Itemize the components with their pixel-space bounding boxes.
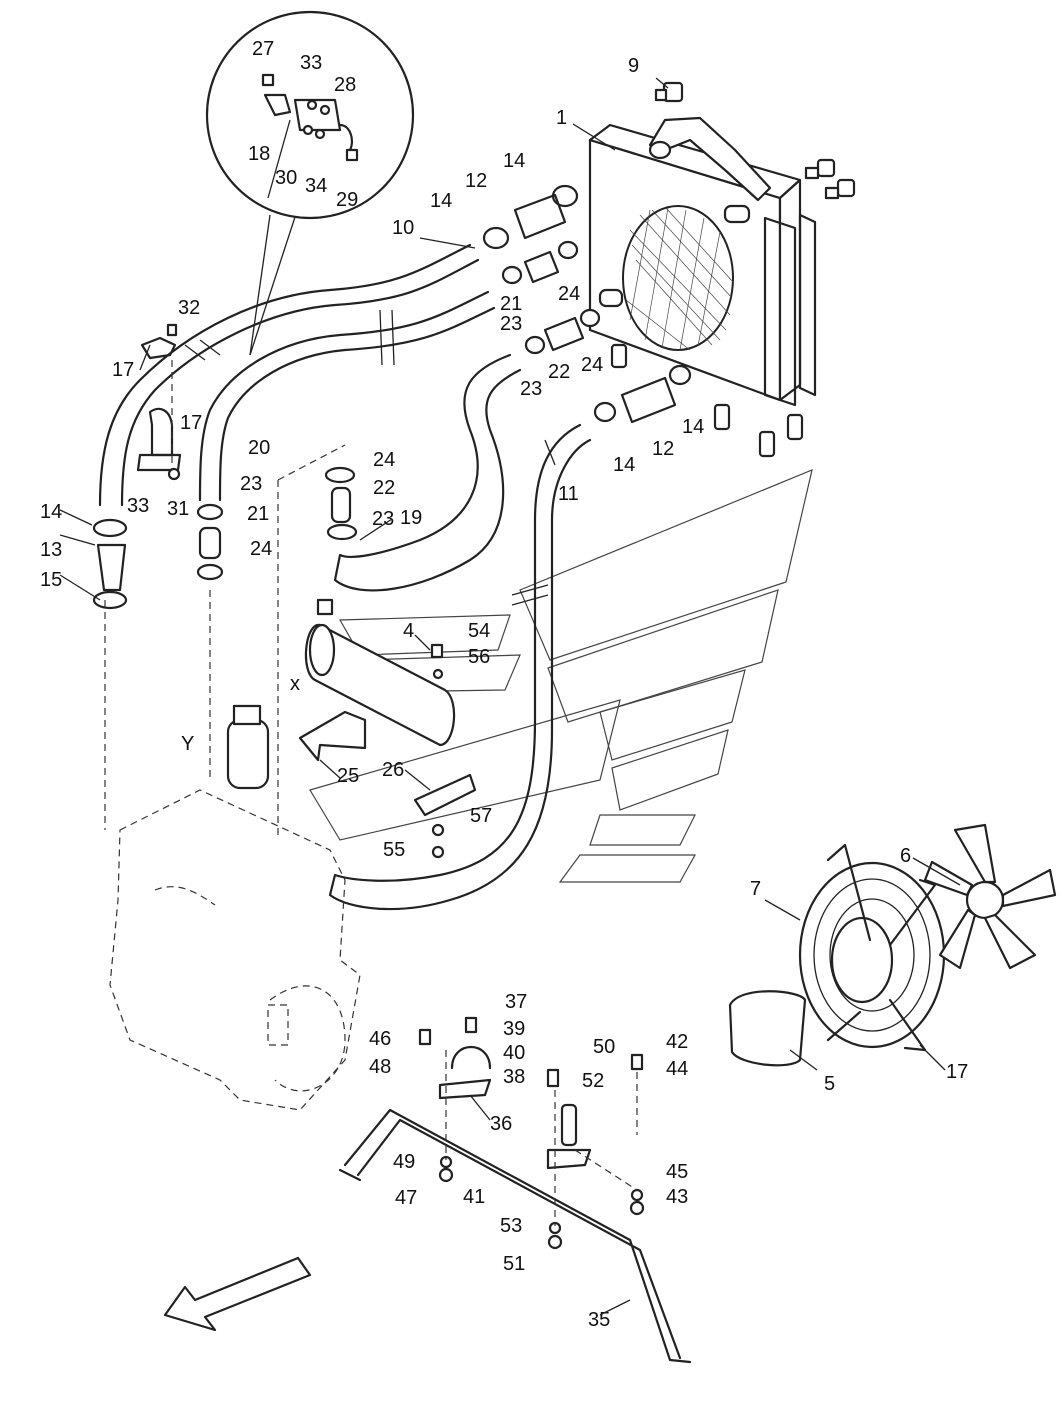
callout-14: 14 — [430, 190, 452, 212]
callout-41: 41 — [463, 1186, 485, 1208]
front-direction-arrow-icon — [163, 1256, 312, 1332]
callout-30: 30 — [275, 167, 297, 189]
callout-39: 39 — [503, 1018, 525, 1040]
callout-55: 55 — [383, 839, 405, 861]
callout-18: 18 — [248, 143, 270, 165]
callout-17: 17 — [946, 1061, 968, 1083]
callout-28: 28 — [334, 74, 356, 96]
callout-22: 22 — [548, 361, 570, 383]
callout-23: 23 — [372, 508, 394, 530]
hoses — [98, 243, 592, 911]
callout-23: 23 — [500, 313, 522, 335]
callout-25: 25 — [337, 765, 359, 787]
callout-13: 13 — [40, 539, 62, 561]
callout-43: 43 — [666, 1186, 688, 1208]
callout-7: 7 — [750, 878, 761, 900]
callout-33: 33 — [300, 52, 322, 74]
callout-40: 40 — [503, 1042, 525, 1064]
callout-14: 14 — [613, 454, 635, 476]
callout-29: 29 — [336, 189, 358, 211]
callout-24: 24 — [558, 283, 580, 305]
callout-36: 36 — [490, 1113, 512, 1135]
fan-guard-assembly — [728, 823, 1057, 1067]
callout-10: 10 — [392, 217, 414, 239]
callout-14: 14 — [40, 501, 62, 523]
callout-37: 37 — [505, 991, 527, 1013]
callout-31: 31 — [167, 498, 189, 520]
callout-24: 24 — [373, 449, 395, 471]
callout-27: 27 — [252, 38, 274, 60]
callout-21: 21 — [500, 293, 522, 315]
callout-20: 20 — [248, 437, 270, 459]
leader-lines — [59, 119, 961, 1316]
callout-44: 44 — [666, 1058, 688, 1080]
hose-bracket — [136, 323, 182, 481]
callout-12: 12 — [652, 438, 674, 460]
callout-24: 24 — [581, 354, 603, 376]
callout-48: 48 — [369, 1056, 391, 1078]
callout-4: 4 — [403, 620, 414, 642]
callout-17: 17 — [180, 412, 202, 434]
callout-46: 46 — [369, 1028, 391, 1050]
callout-14: 14 — [682, 416, 704, 438]
callout-23: 23 — [240, 473, 262, 495]
callout-33: 33 — [127, 495, 149, 517]
callout-52: 52 — [582, 1070, 604, 1092]
callout-y: Y — [181, 733, 194, 755]
callout-24: 24 — [250, 538, 272, 560]
callout-x: x — [290, 673, 300, 695]
callout-49: 49 — [393, 1151, 415, 1173]
callout-26: 26 — [382, 759, 404, 781]
callout-21: 21 — [247, 503, 269, 525]
callout-labels: 1 4 5 6 7 9 10 11 12 12 13 14 14 14 14 1… — [40, 38, 968, 1331]
callout-35: 35 — [588, 1309, 610, 1331]
callout-57: 57 — [470, 805, 492, 827]
callout-42: 42 — [666, 1031, 688, 1053]
callout-6: 6 — [900, 845, 911, 867]
callout-54: 54 — [468, 620, 490, 642]
callout-50: 50 — [593, 1036, 615, 1058]
callout-23: 23 — [520, 378, 542, 400]
callout-34: 34 — [305, 175, 327, 197]
callout-14: 14 — [503, 150, 525, 172]
callout-9: 9 — [628, 55, 639, 77]
callout-19: 19 — [400, 507, 422, 529]
callout-32: 32 — [178, 297, 200, 319]
callout-47: 47 — [395, 1187, 417, 1209]
radiator-assembly — [572, 116, 817, 407]
callout-38: 38 — [503, 1066, 525, 1088]
callout-1: 1 — [556, 107, 567, 129]
background-logo-stripes — [309, 469, 813, 883]
callout-22: 22 — [373, 477, 395, 499]
callout-17: 17 — [112, 359, 134, 381]
engine-block — [104, 444, 361, 1111]
callout-5: 5 — [824, 1073, 835, 1095]
callout-45: 45 — [666, 1161, 688, 1183]
hose-clamps — [92, 184, 692, 616]
callout-12: 12 — [465, 170, 487, 192]
callout-53: 53 — [500, 1215, 522, 1237]
callout-15: 15 — [40, 569, 62, 591]
callout-11: 11 — [558, 483, 579, 505]
callout-51: 51 — [503, 1253, 525, 1275]
expansion-tank — [298, 623, 477, 859]
detail-inset-circle — [205, 10, 415, 356]
callout-56: 56 — [468, 646, 490, 668]
support-bar-assembly — [338, 1016, 692, 1364]
quick-couplers — [610, 77, 856, 458]
filter-canister — [209, 590, 270, 790]
fan-blades — [923, 823, 1057, 970]
